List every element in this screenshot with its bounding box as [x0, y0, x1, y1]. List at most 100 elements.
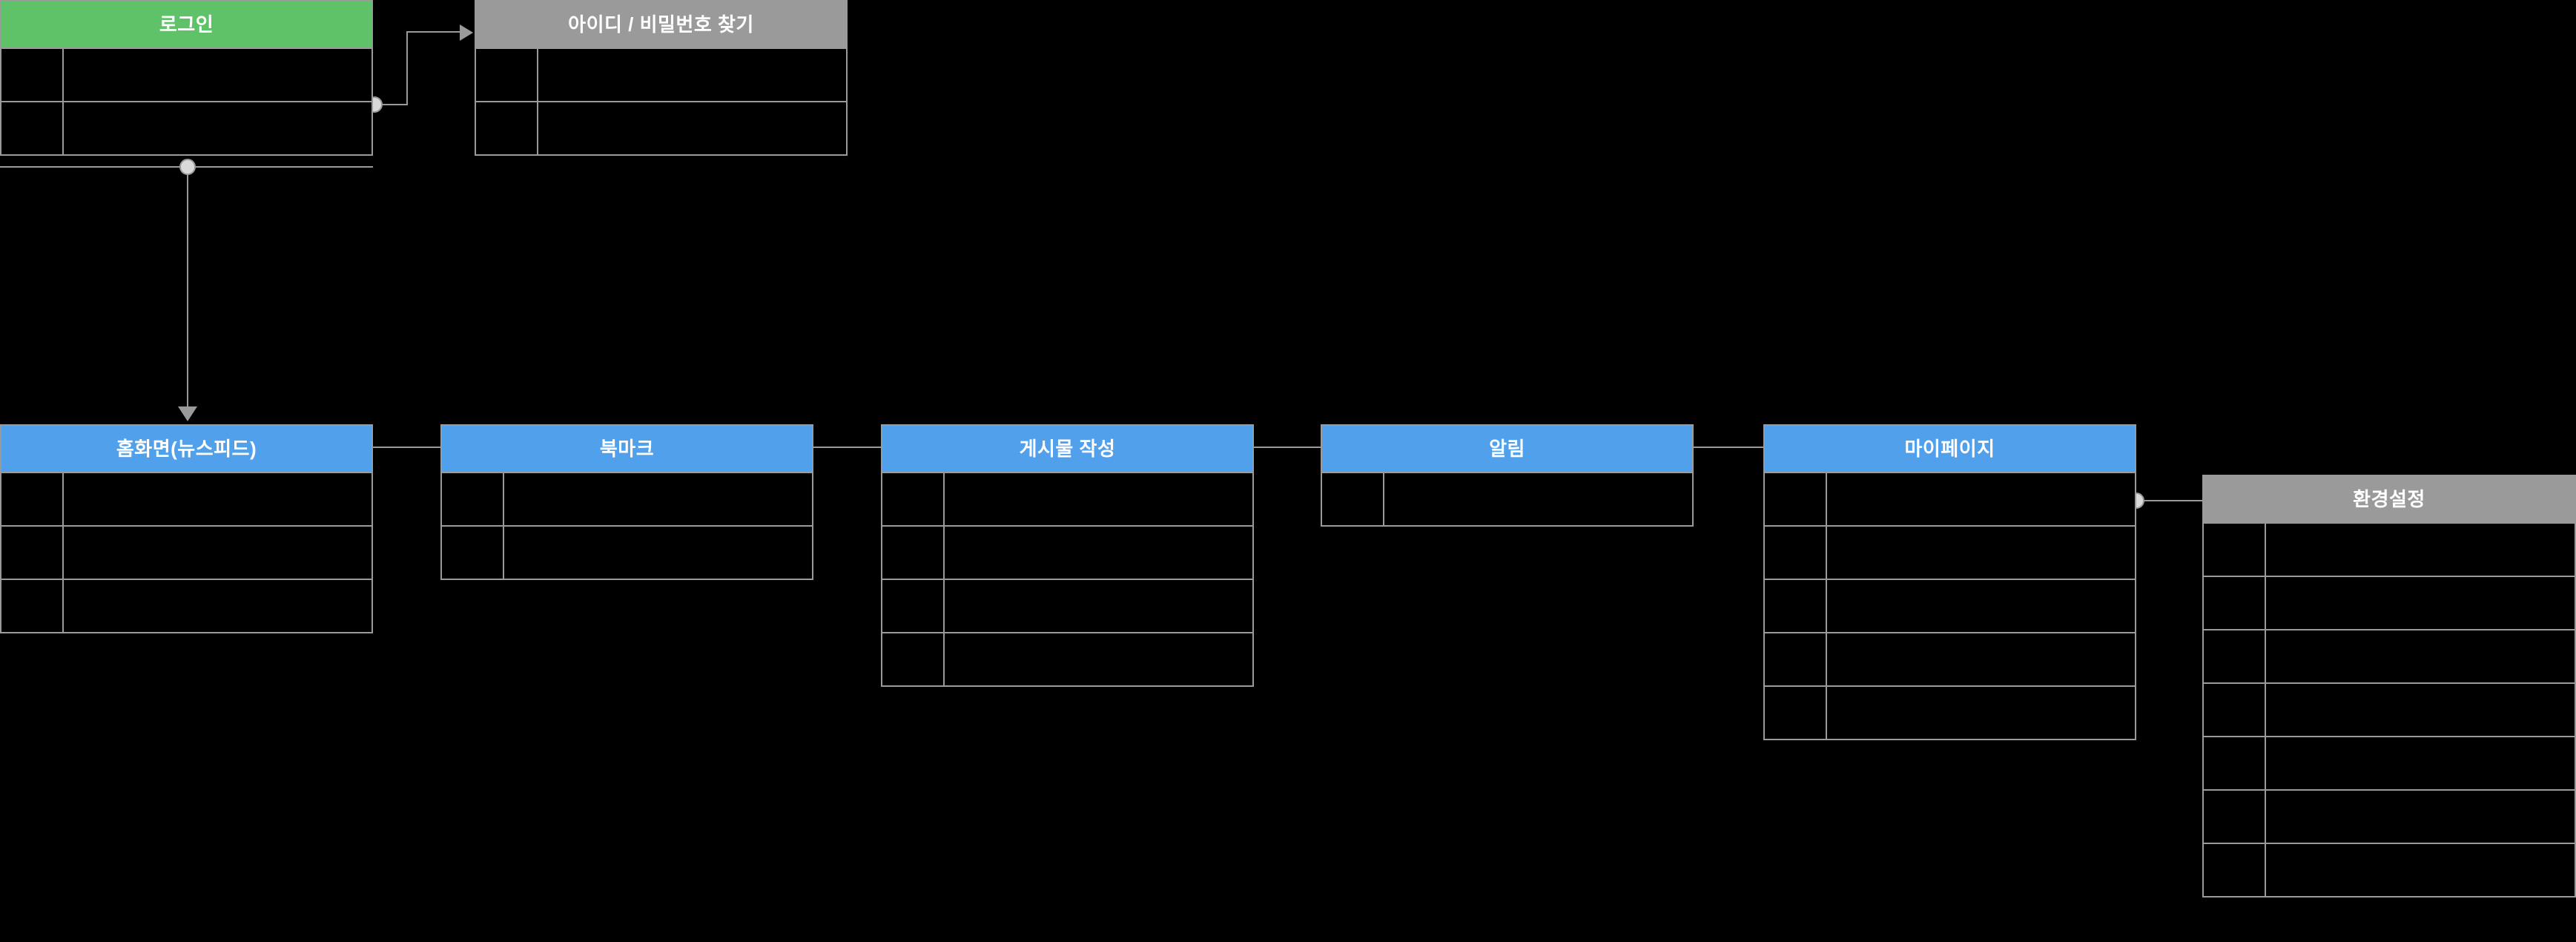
table-row[interactable] [2204, 789, 2575, 843]
row-cell-right [2266, 791, 2575, 843]
row-cell-left [1, 102, 64, 154]
node-login-header: 로그인 [1, 1, 371, 47]
table-row[interactable] [1765, 632, 2135, 685]
row-cell-left [476, 102, 538, 154]
connector-notifications-to-mypage [1694, 447, 1763, 448]
node-home-newsfeed-header: 홈화면(뉴스피드) [1, 426, 371, 472]
row-cell-left [882, 580, 945, 632]
row-cell-left [2204, 844, 2266, 896]
table-row[interactable] [442, 525, 812, 579]
node-create-post-rows [882, 472, 1252, 685]
connector-post-to-notifications [1254, 447, 1321, 448]
table-row[interactable] [2204, 522, 2575, 576]
row-cell-left [1, 580, 64, 632]
row-cell-left [2204, 791, 2266, 843]
node-mypage-header: 마이페이지 [1765, 426, 2135, 472]
node-notifications-header: 알림 [1322, 426, 1692, 472]
node-notifications-rows [1322, 472, 1692, 525]
table-row[interactable] [442, 472, 812, 525]
table-row[interactable] [882, 632, 1252, 685]
table-row[interactable] [2204, 736, 2575, 789]
node-mypage-rows [1765, 472, 2135, 739]
row-cell-right [64, 473, 371, 525]
row-cell-left [882, 633, 945, 685]
row-cell-right [64, 49, 371, 101]
row-cell-left [2204, 524, 2266, 576]
row-cell-right [2266, 737, 2575, 789]
node-notifications[interactable]: 알림 [1321, 424, 1694, 527]
row-cell-left [882, 473, 945, 525]
node-home-newsfeed[interactable]: 홈화면(뉴스피드) [0, 424, 373, 633]
table-row[interactable] [882, 472, 1252, 525]
connector-segment [187, 166, 188, 408]
table-row[interactable] [882, 579, 1252, 632]
table-row[interactable] [1765, 579, 2135, 632]
row-cell-left [1765, 687, 1827, 739]
row-cell-left [1765, 473, 1827, 525]
row-cell-right [64, 102, 371, 154]
table-row[interactable] [476, 101, 846, 154]
node-settings-header: 환경설정 [2204, 476, 2575, 522]
table-row[interactable] [1, 47, 371, 101]
node-settings-rows [2204, 522, 2575, 896]
row-cell-right [504, 473, 812, 525]
row-cell-right [945, 473, 1252, 525]
table-row[interactable] [1, 579, 371, 632]
connector-segment [373, 104, 406, 105]
node-find-id-password-rows [476, 47, 846, 154]
table-row[interactable] [1, 525, 371, 579]
arrow-down-icon [178, 406, 197, 421]
node-mypage[interactable]: 마이페이지 [1763, 424, 2136, 740]
row-cell-right [64, 527, 371, 579]
node-home-newsfeed-rows [1, 472, 371, 632]
row-cell-right [1384, 473, 1692, 525]
row-cell-left [1765, 580, 1827, 632]
row-cell-left [1322, 473, 1384, 525]
table-row[interactable] [1765, 472, 2135, 525]
row-cell-left [442, 527, 504, 579]
table-row[interactable] [1, 101, 371, 154]
node-find-id-password-header: 아이디 / 비밀번호 찾기 [476, 1, 846, 47]
row-cell-left [476, 49, 538, 101]
table-row[interactable] [1765, 685, 2135, 739]
node-bookmark[interactable]: 북마크 [440, 424, 813, 580]
row-cell-left [882, 527, 945, 579]
connector-dot [179, 159, 196, 175]
node-create-post[interactable]: 게시물 작성 [881, 424, 1254, 687]
row-cell-left [442, 473, 504, 525]
node-find-id-password[interactable]: 아이디 / 비밀번호 찾기 [475, 0, 848, 156]
row-cell-right [945, 580, 1252, 632]
node-login[interactable]: 로그인 [0, 0, 373, 156]
row-cell-left [1765, 633, 1827, 685]
row-cell-right [945, 633, 1252, 685]
table-row[interactable] [1322, 472, 1692, 525]
row-cell-right [1827, 527, 2135, 579]
row-cell-right [2266, 630, 2575, 682]
table-row[interactable] [2204, 682, 2575, 736]
connector-home-to-bookmark [373, 447, 440, 448]
node-settings[interactable]: 환경설정 [2202, 475, 2576, 897]
row-cell-right [538, 49, 846, 101]
row-cell-right [1827, 580, 2135, 632]
row-cell-right [945, 527, 1252, 579]
table-row[interactable] [2204, 843, 2575, 896]
node-bookmark-header: 북마크 [442, 426, 812, 472]
row-cell-left [2204, 684, 2266, 736]
row-cell-left [1, 473, 64, 525]
row-cell-left [1, 527, 64, 579]
connector-segment [406, 31, 460, 33]
table-row[interactable] [2204, 629, 2575, 682]
connector-bookmark-to-post [813, 447, 881, 448]
table-row[interactable] [1, 472, 371, 525]
node-create-post-header: 게시물 작성 [882, 426, 1252, 472]
row-cell-right [2266, 577, 2575, 629]
row-cell-right [64, 580, 371, 632]
table-row[interactable] [476, 47, 846, 101]
connector-segment [2136, 500, 2202, 501]
table-row[interactable] [2204, 576, 2575, 629]
node-bookmark-rows [442, 472, 812, 579]
table-row[interactable] [1765, 525, 2135, 579]
node-login-rows [1, 47, 371, 154]
table-row[interactable] [882, 525, 1252, 579]
